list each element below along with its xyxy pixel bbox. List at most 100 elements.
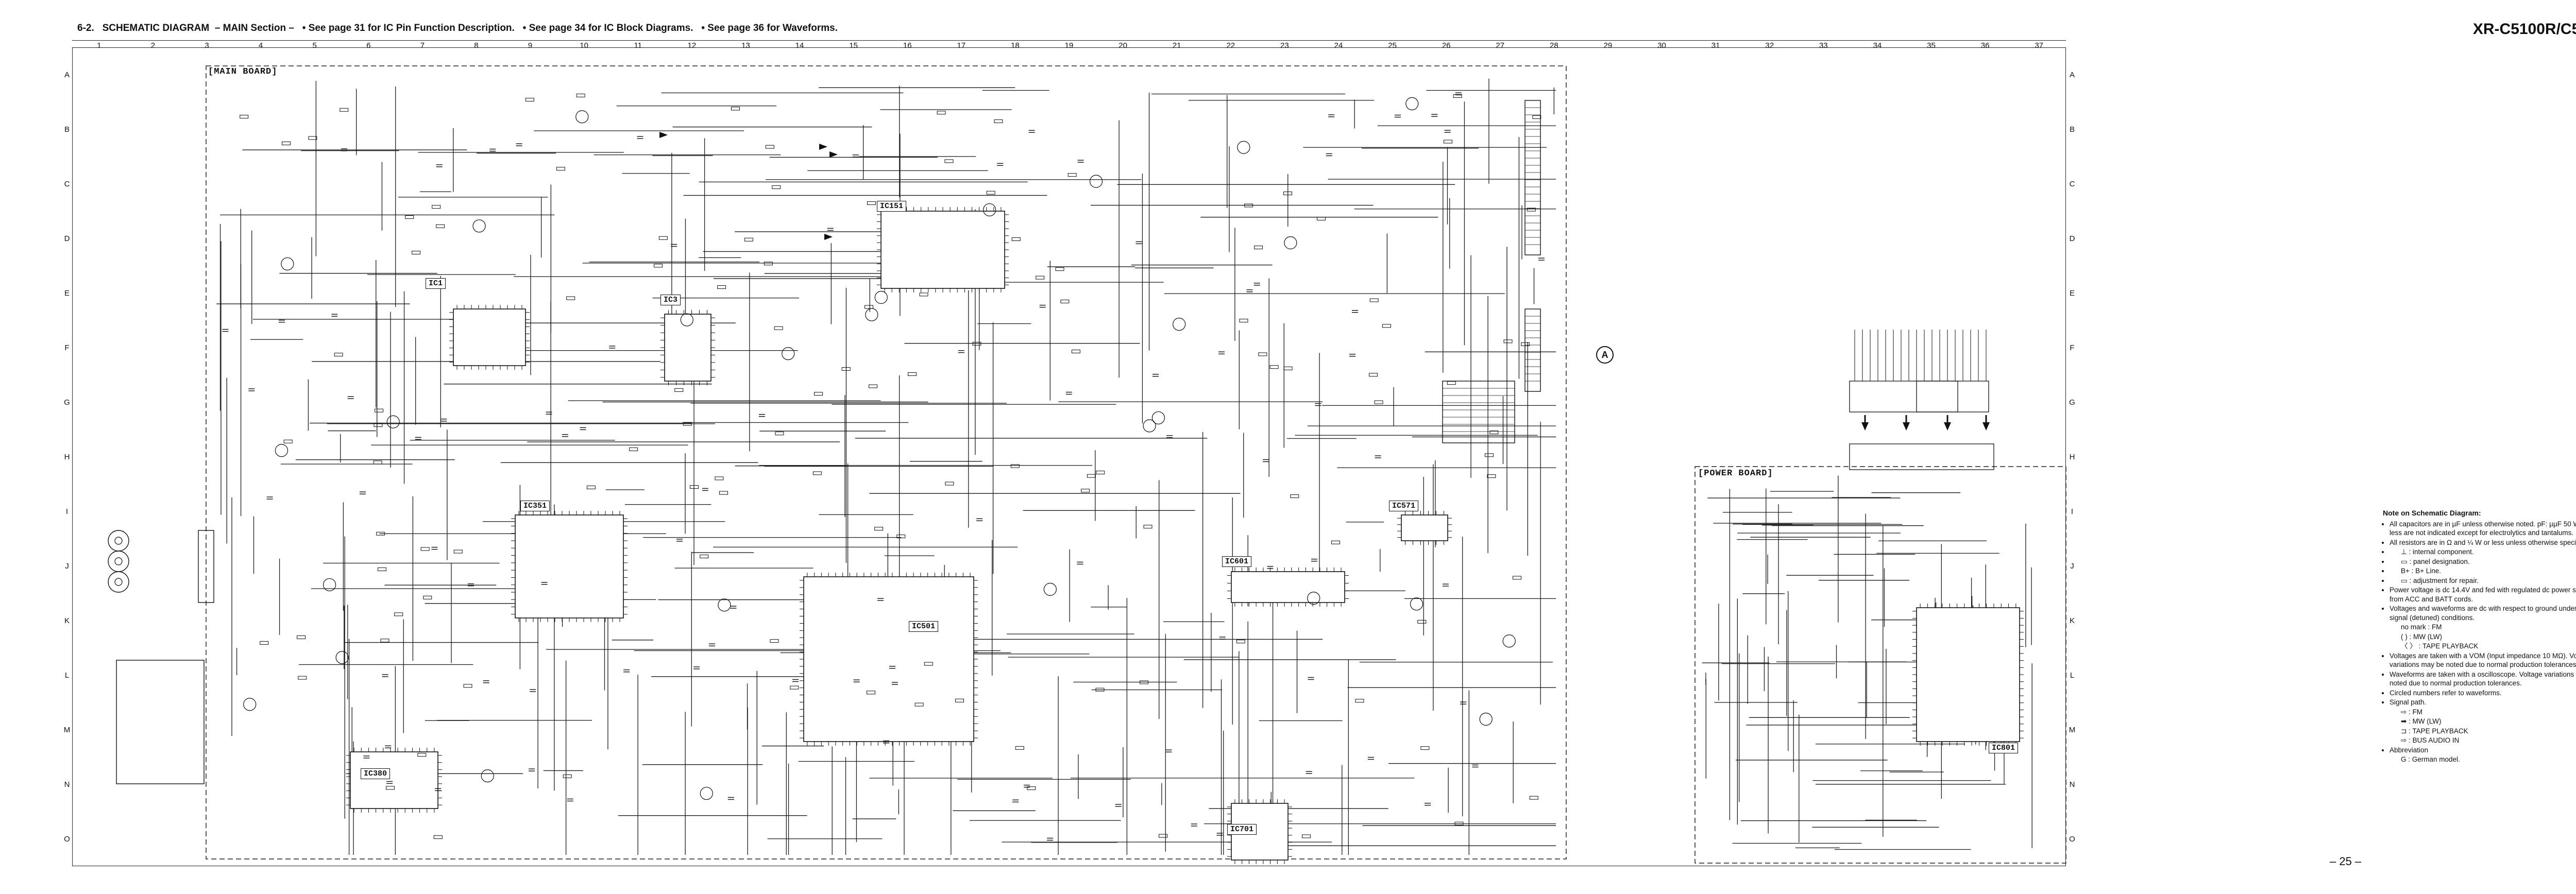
ic-label-ic151: IC151	[877, 201, 907, 212]
note-item: ▭ : adjustment for repair.	[2389, 576, 2576, 586]
resistor	[385, 786, 395, 790]
column-label: 22	[1226, 41, 1235, 50]
column-label: 26	[1442, 41, 1451, 50]
resistor	[924, 662, 933, 666]
resistor	[914, 702, 924, 707]
signal-path: ⇨ : BUS AUDIO IN	[2401, 736, 2460, 744]
row-label: L	[64, 671, 70, 680]
row-label: N	[64, 780, 70, 789]
resistor	[1487, 474, 1496, 478]
column-label: 15	[849, 41, 858, 50]
column-label: 28	[1550, 41, 1558, 50]
resistor	[377, 567, 386, 571]
column-label: 34	[1873, 41, 1882, 50]
resistor	[373, 460, 382, 465]
arrow-down	[1982, 422, 1990, 431]
resistor	[298, 676, 307, 680]
resistor	[674, 388, 684, 392]
column-label: 16	[903, 41, 912, 50]
resistor	[1369, 373, 1378, 377]
harness-connector	[1849, 443, 1994, 470]
arrow-down	[1861, 422, 1869, 431]
row-label: E	[2069, 289, 2075, 298]
arrow-down	[1944, 422, 1951, 431]
transistor	[874, 290, 888, 304]
column-label: 1	[97, 41, 101, 50]
transistor	[1173, 318, 1186, 331]
column-label: 35	[1927, 41, 1936, 50]
resistor	[1143, 525, 1153, 529]
row-label: O	[2069, 835, 2075, 844]
signal-path: ⇨ : FM	[2401, 708, 2423, 716]
resistor	[1331, 540, 1340, 544]
main-board-outline	[206, 65, 1567, 859]
transistor	[983, 203, 996, 217]
resistor	[1503, 339, 1513, 343]
resistor	[744, 237, 753, 242]
resistor	[586, 485, 596, 489]
note-item: All capacitors are in µF unless otherwis…	[2389, 520, 2576, 538]
resistor	[1087, 474, 1096, 478]
rca-jack	[114, 578, 123, 586]
resistor	[866, 691, 875, 695]
note-item: Waveforms are taken with a oscilloscope.…	[2389, 670, 2576, 688]
resistor	[683, 422, 692, 426]
row-label: D	[2069, 234, 2075, 243]
signal-arrow	[819, 144, 827, 150]
rca-jack	[108, 551, 129, 572]
resistor	[1512, 576, 1521, 580]
column-label: 27	[1496, 41, 1505, 50]
resistor	[986, 191, 995, 195]
ic-label-ic380: IC380	[361, 768, 391, 779]
resistor	[765, 145, 774, 149]
transistor	[782, 347, 795, 360]
resistor	[865, 305, 874, 309]
column-label: 12	[687, 41, 697, 50]
ic-package	[453, 308, 526, 366]
resistor	[955, 698, 964, 702]
row-label: D	[64, 234, 70, 243]
resistor	[433, 835, 443, 839]
note-item: ▭ : panel designation.	[2389, 557, 2576, 566]
audio-out-connector	[198, 530, 214, 603]
column-label: 36	[1980, 41, 1990, 50]
diagram-title: SCHEMATIC DIAGRAM	[102, 23, 210, 33]
ic-label-ic501: IC501	[909, 621, 939, 632]
resistor	[463, 684, 472, 688]
resistor	[1447, 381, 1456, 385]
note-item: Circled numbers refer to waveforms.	[2389, 689, 2576, 698]
resistor	[1011, 237, 1021, 242]
row-label: J	[65, 562, 69, 571]
resistor	[417, 753, 427, 757]
resistor	[1236, 640, 1245, 644]
column-label: 30	[1657, 41, 1666, 50]
resistor	[1015, 746, 1024, 750]
voltage-mode: ( ) : MW (LW)	[2401, 632, 2442, 641]
resistor	[1283, 191, 1293, 195]
notes-list: All capacitors are in µF unless otherwis…	[2383, 520, 2576, 764]
wire-bundle	[216, 78, 2032, 855]
resistor	[394, 612, 403, 616]
resistor	[1140, 680, 1149, 684]
resistor	[1159, 834, 1168, 838]
column-label: 2	[150, 41, 156, 50]
row-label: K	[2069, 616, 2075, 625]
resistor	[907, 372, 917, 376]
ic-package	[1916, 607, 2020, 742]
column-label: 3	[205, 41, 209, 50]
resistor	[420, 547, 430, 551]
resistor	[1527, 208, 1536, 212]
harness-connector	[1849, 381, 1958, 412]
resistor	[281, 141, 291, 145]
note-item: Abbreviation	[2389, 746, 2576, 755]
resistor	[775, 432, 784, 436]
resistor	[896, 535, 906, 539]
voltage-mode: no mark : FM	[2401, 623, 2442, 631]
resistor	[1420, 746, 1430, 750]
resistor	[423, 595, 432, 599]
transistor	[1143, 419, 1156, 433]
mechanism-block	[116, 660, 205, 784]
rca-jack	[108, 530, 129, 552]
resistor	[869, 384, 878, 388]
section-number: 6-2.	[77, 23, 94, 33]
